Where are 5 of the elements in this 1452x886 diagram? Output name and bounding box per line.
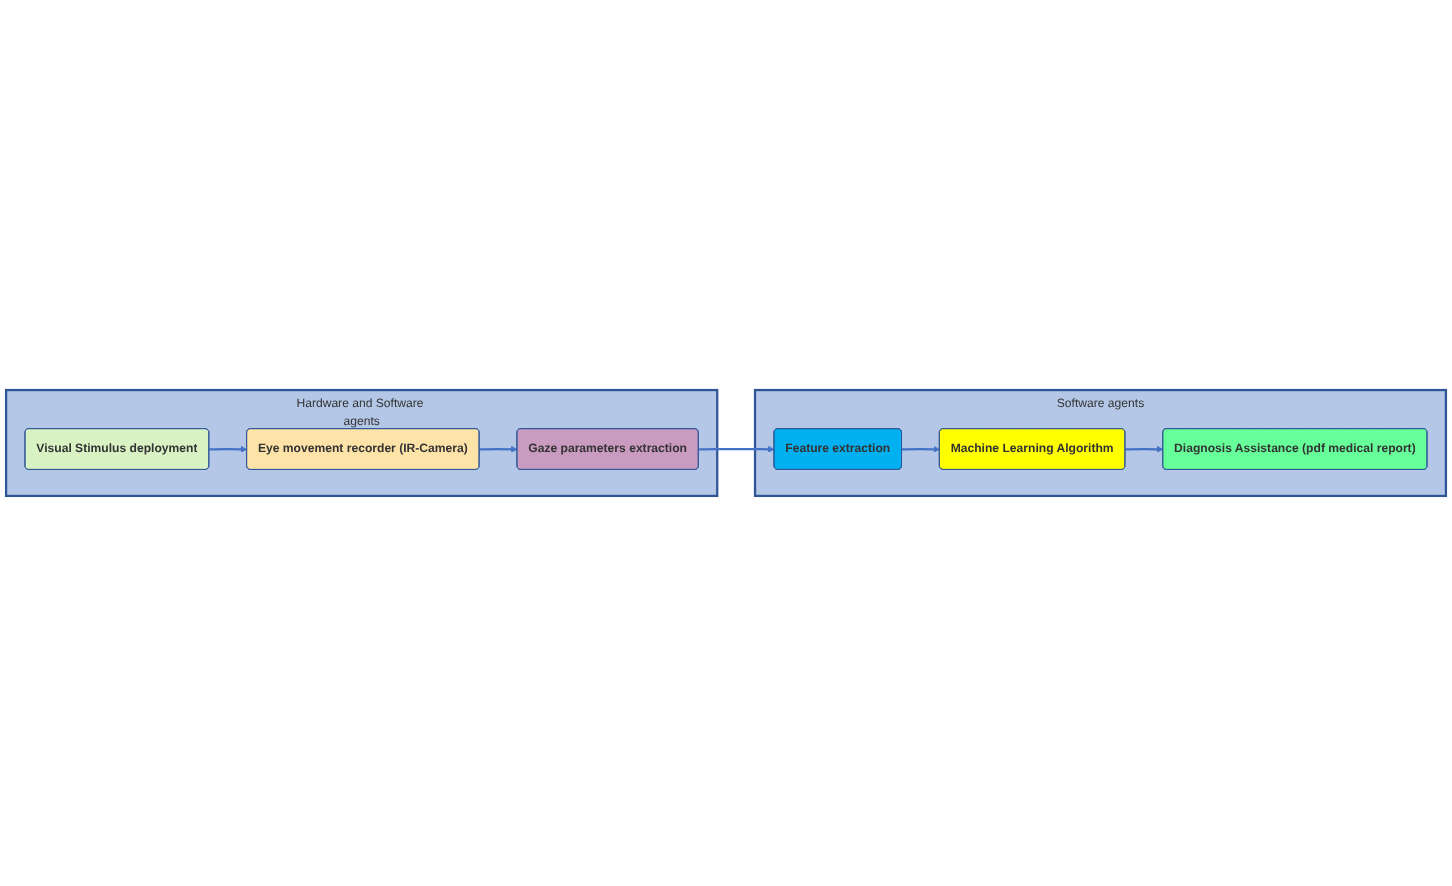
arrow: [479, 445, 518, 453]
arrow: [901, 445, 940, 453]
arrow: [698, 445, 775, 453]
arrow: [1125, 445, 1164, 453]
arrow: [209, 445, 248, 453]
